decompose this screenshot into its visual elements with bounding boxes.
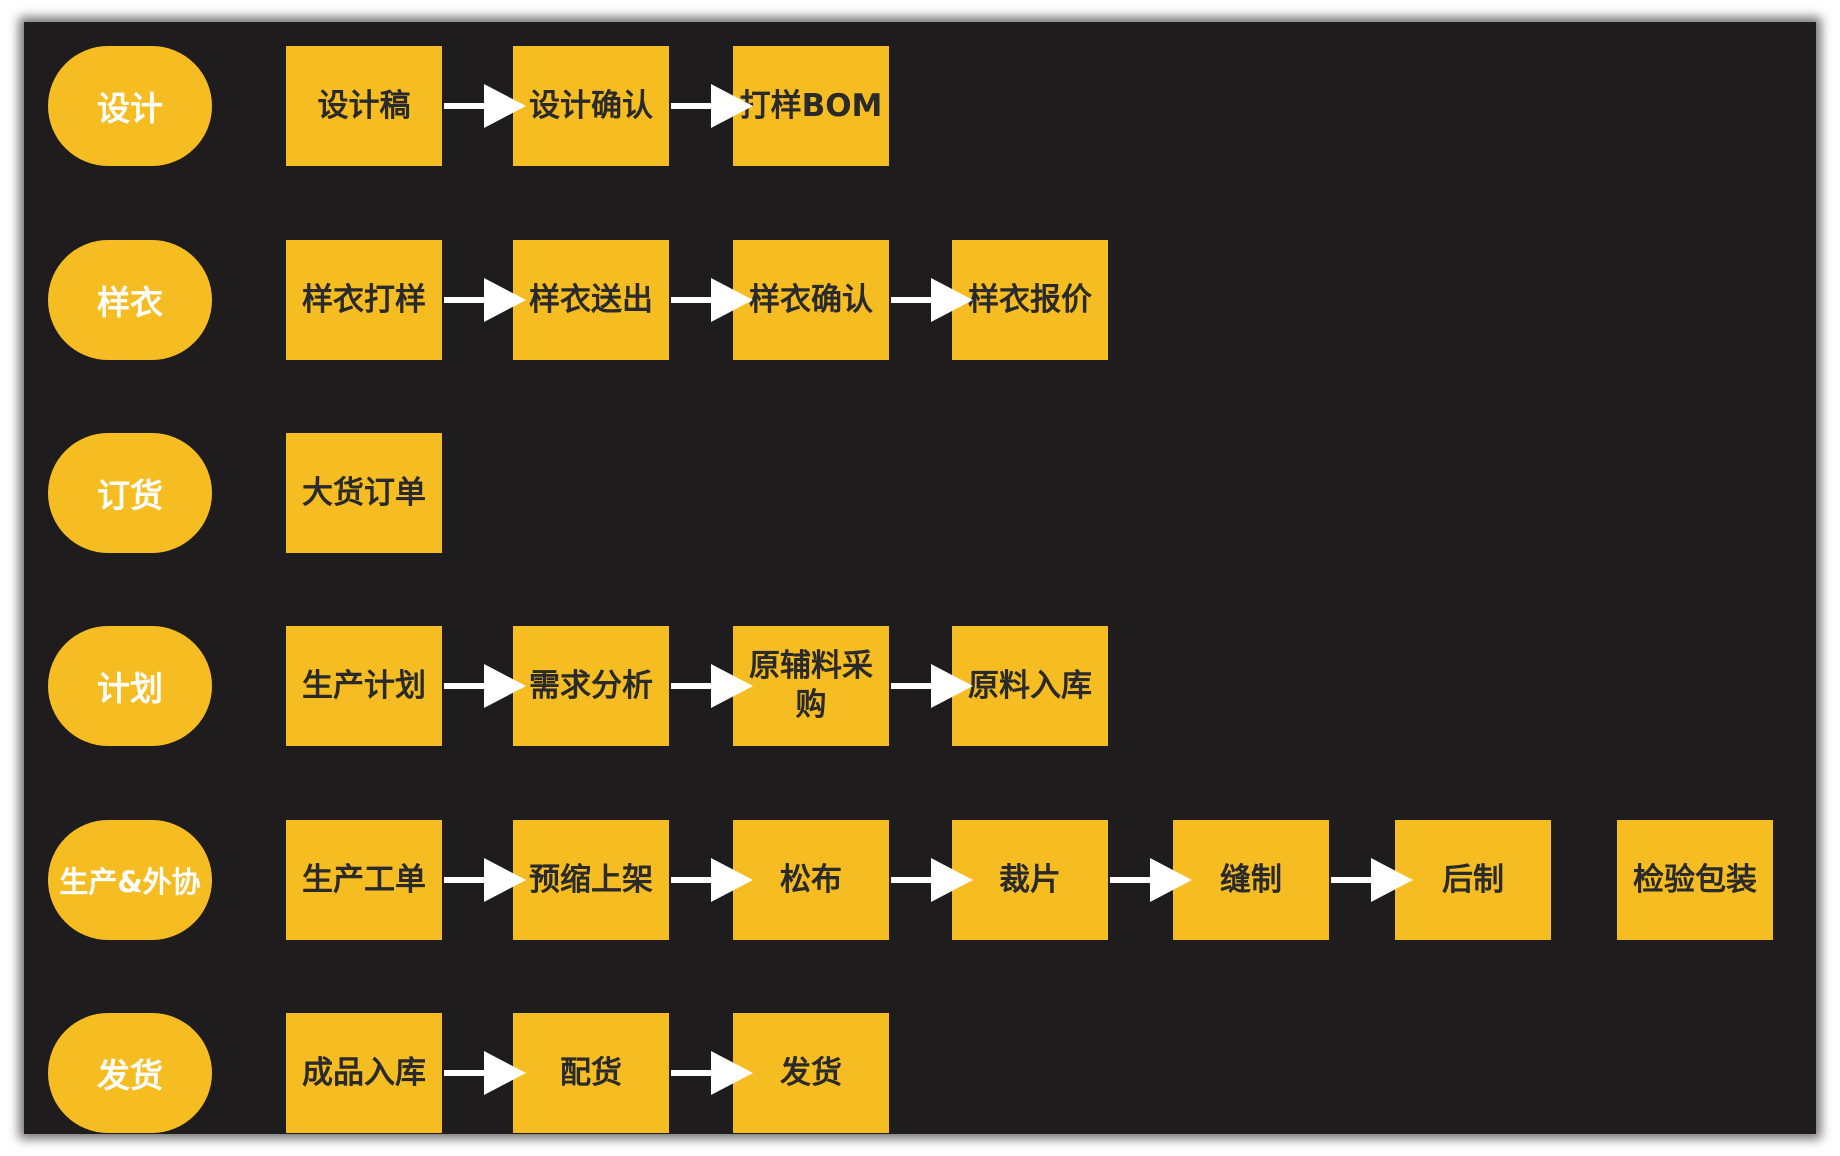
process-step-label: 发货 — [780, 1054, 842, 1091]
process-step-label: 检验包装 — [1633, 861, 1757, 898]
process-step-label: 后制 — [1442, 861, 1504, 898]
flow-arrow-icon — [671, 858, 753, 902]
flow-arrow-icon — [444, 84, 526, 128]
process-step: 生产工单 — [286, 820, 442, 940]
process-step-label: 成品入库 — [302, 1054, 426, 1091]
flow-arrow-icon — [444, 858, 526, 902]
process-step: 样衣报价 — [952, 240, 1108, 360]
process-step: 松布 — [733, 820, 889, 940]
process-step-label: 样衣报价 — [968, 281, 1092, 318]
stage-label: 发货 — [48, 1013, 212, 1133]
flow-row: 设计 设计稿 设计确认 打样BOM — [24, 46, 1816, 166]
process-step: 成品入库 — [286, 1013, 442, 1133]
flow-row: 订货 大货订单 — [24, 433, 1816, 553]
stage-label: 设计 — [48, 46, 212, 166]
flow-arrow-icon — [444, 278, 526, 322]
process-step: 发货 — [733, 1013, 889, 1133]
process-step: 大货订单 — [286, 433, 442, 553]
flow-row: 样衣 样衣打样 样衣送出 样衣确认 样衣报价 — [24, 240, 1816, 360]
process-step: 样衣送出 — [513, 240, 669, 360]
process-step-label: 缝制 — [1220, 861, 1282, 898]
process-step-label: 裁片 — [999, 861, 1061, 898]
flow-arrow-icon — [444, 664, 526, 708]
flow-arrow-icon — [1331, 858, 1413, 902]
process-step: 检验包装 — [1617, 820, 1773, 940]
process-step-label: 原料入库 — [968, 667, 1092, 704]
flow-arrow-icon — [891, 278, 973, 322]
flow-arrow-icon — [1110, 858, 1192, 902]
stage-label: 订货 — [48, 433, 212, 553]
process-step-label: 设计稿 — [317, 87, 411, 124]
stage-label: 样衣 — [48, 240, 212, 360]
process-step-label: 样衣打样 — [302, 281, 426, 318]
process-step: 需求分析 — [513, 626, 669, 746]
process-step-label: 样衣送出 — [529, 281, 653, 318]
flow-arrow-icon — [671, 84, 753, 128]
process-step: 打样BOM — [733, 46, 889, 166]
process-step: 配货 — [513, 1013, 669, 1133]
process-step-label: 打样BOM — [739, 87, 883, 124]
flow-arrow-icon — [671, 278, 753, 322]
process-step-label: 设计确认 — [529, 87, 653, 124]
process-step-label: 生产工单 — [302, 861, 426, 898]
stage-label: 计划 — [48, 626, 212, 746]
process-step: 设计稿 — [286, 46, 442, 166]
process-step: 缝制 — [1173, 820, 1329, 940]
process-step-label: 原辅料采购 — [749, 648, 873, 723]
flow-arrow-icon — [671, 1051, 753, 1095]
stage-label: 生产&外协 — [48, 820, 212, 940]
process-step: 原辅料采购 — [733, 626, 889, 746]
process-step-label: 生产计划 — [302, 667, 426, 704]
process-step-label: 需求分析 — [529, 667, 653, 704]
flow-row: 发货 成品入库 配货 发货 — [24, 1013, 1816, 1133]
process-step-label: 配货 — [560, 1054, 622, 1091]
flow-diagram-panel: 设计 设计稿 设计确认 打样BOM 样衣 样衣打样 样衣送出 样衣确认 样衣报价订货 大货订单计划… — [24, 22, 1816, 1134]
flow-arrow-icon — [891, 858, 973, 902]
process-step-label: 大货订单 — [302, 474, 426, 511]
process-step: 生产计划 — [286, 626, 442, 746]
process-step: 预缩上架 — [513, 820, 669, 940]
flow-arrow-icon — [444, 1051, 526, 1095]
process-step: 样衣打样 — [286, 240, 442, 360]
flow-arrow-icon — [891, 664, 973, 708]
process-step: 后制 — [1395, 820, 1551, 940]
flow-row: 生产&外协 生产工单 预缩上架 松布 裁片 缝制 后制 检验包装 — [24, 820, 1816, 940]
process-step-label: 样衣确认 — [749, 281, 873, 318]
process-step: 裁片 — [952, 820, 1108, 940]
flow-row: 计划 生产计划 需求分析 原辅料采购 原料入库 — [24, 626, 1816, 746]
process-step-label: 预缩上架 — [529, 861, 653, 898]
process-step: 原料入库 — [952, 626, 1108, 746]
process-step: 样衣确认 — [733, 240, 889, 360]
process-step-label: 松布 — [780, 861, 842, 898]
flow-arrow-icon — [671, 664, 753, 708]
process-step: 设计确认 — [513, 46, 669, 166]
